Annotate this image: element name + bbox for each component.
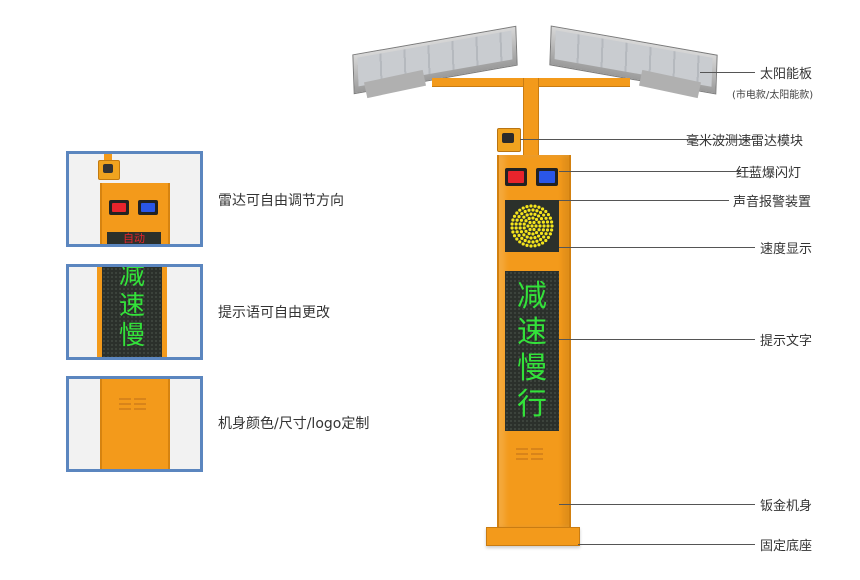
detail-caption-radar: 雷达可自由调节方向 <box>218 193 344 209</box>
detail-box-radar: 自动 <box>66 151 203 247</box>
callout-line-speed <box>559 247 755 248</box>
blue-strobe-light-icon <box>536 168 558 186</box>
speaker-dot-matrix-icon <box>510 204 554 248</box>
callout-solar-panel: 太阳能板 <box>760 67 813 82</box>
callout-radar: 毫米波测速雷达模块 <box>686 134 804 149</box>
speed-display-panel <box>505 200 559 252</box>
callout-sheet-metal-body: 钣金机身 <box>760 499 813 514</box>
body-vent-grille <box>516 448 543 460</box>
red-light-icon <box>109 200 129 215</box>
red-strobe-light-icon <box>505 168 527 186</box>
led-char-3: 慢 <box>517 351 547 386</box>
detail-box-body <box>66 376 203 472</box>
callout-speed-display: 速度显示 <box>760 242 813 257</box>
led-char-4: 行 <box>517 387 547 422</box>
callout-line-alarm <box>559 200 729 201</box>
callout-line-radar <box>520 139 755 140</box>
radar-module-image <box>98 160 120 180</box>
callout-fixed-base: 固定底座 <box>760 539 813 554</box>
fixed-base <box>486 527 580 546</box>
detail-box-prompt: 减 速 慢 <box>66 264 203 360</box>
detail-caption-body: 机身颜色/尺寸/logo定制 <box>218 416 370 432</box>
callout-line-base <box>578 544 755 545</box>
callout-strobe: 红蓝爆闪灯 <box>736 166 802 181</box>
callout-line-strobe <box>559 171 755 172</box>
mast <box>523 78 539 156</box>
detail-led-board: 减 速 慢 <box>102 267 162 357</box>
vent-grille <box>119 398 146 410</box>
detail-led-strip: 自动 <box>107 232 161 244</box>
radar-module-icon <box>497 128 521 152</box>
callout-line-solar <box>700 72 755 73</box>
led-char-2: 速 <box>517 315 547 350</box>
detail-caption-prompt: 提示语可自由更改 <box>218 305 330 321</box>
prompt-led-board: 减 速 慢 行 <box>505 271 559 431</box>
led-char-1: 减 <box>517 279 547 314</box>
callout-solar-panel-note: (市电款/太阳能款) <box>732 90 814 101</box>
callout-line-prompt <box>559 339 755 340</box>
blue-light-icon <box>138 200 158 215</box>
callout-prompt-text: 提示文字 <box>760 334 813 349</box>
callout-line-body <box>559 504 755 505</box>
callout-alarm: 声音报警装置 <box>733 195 812 210</box>
